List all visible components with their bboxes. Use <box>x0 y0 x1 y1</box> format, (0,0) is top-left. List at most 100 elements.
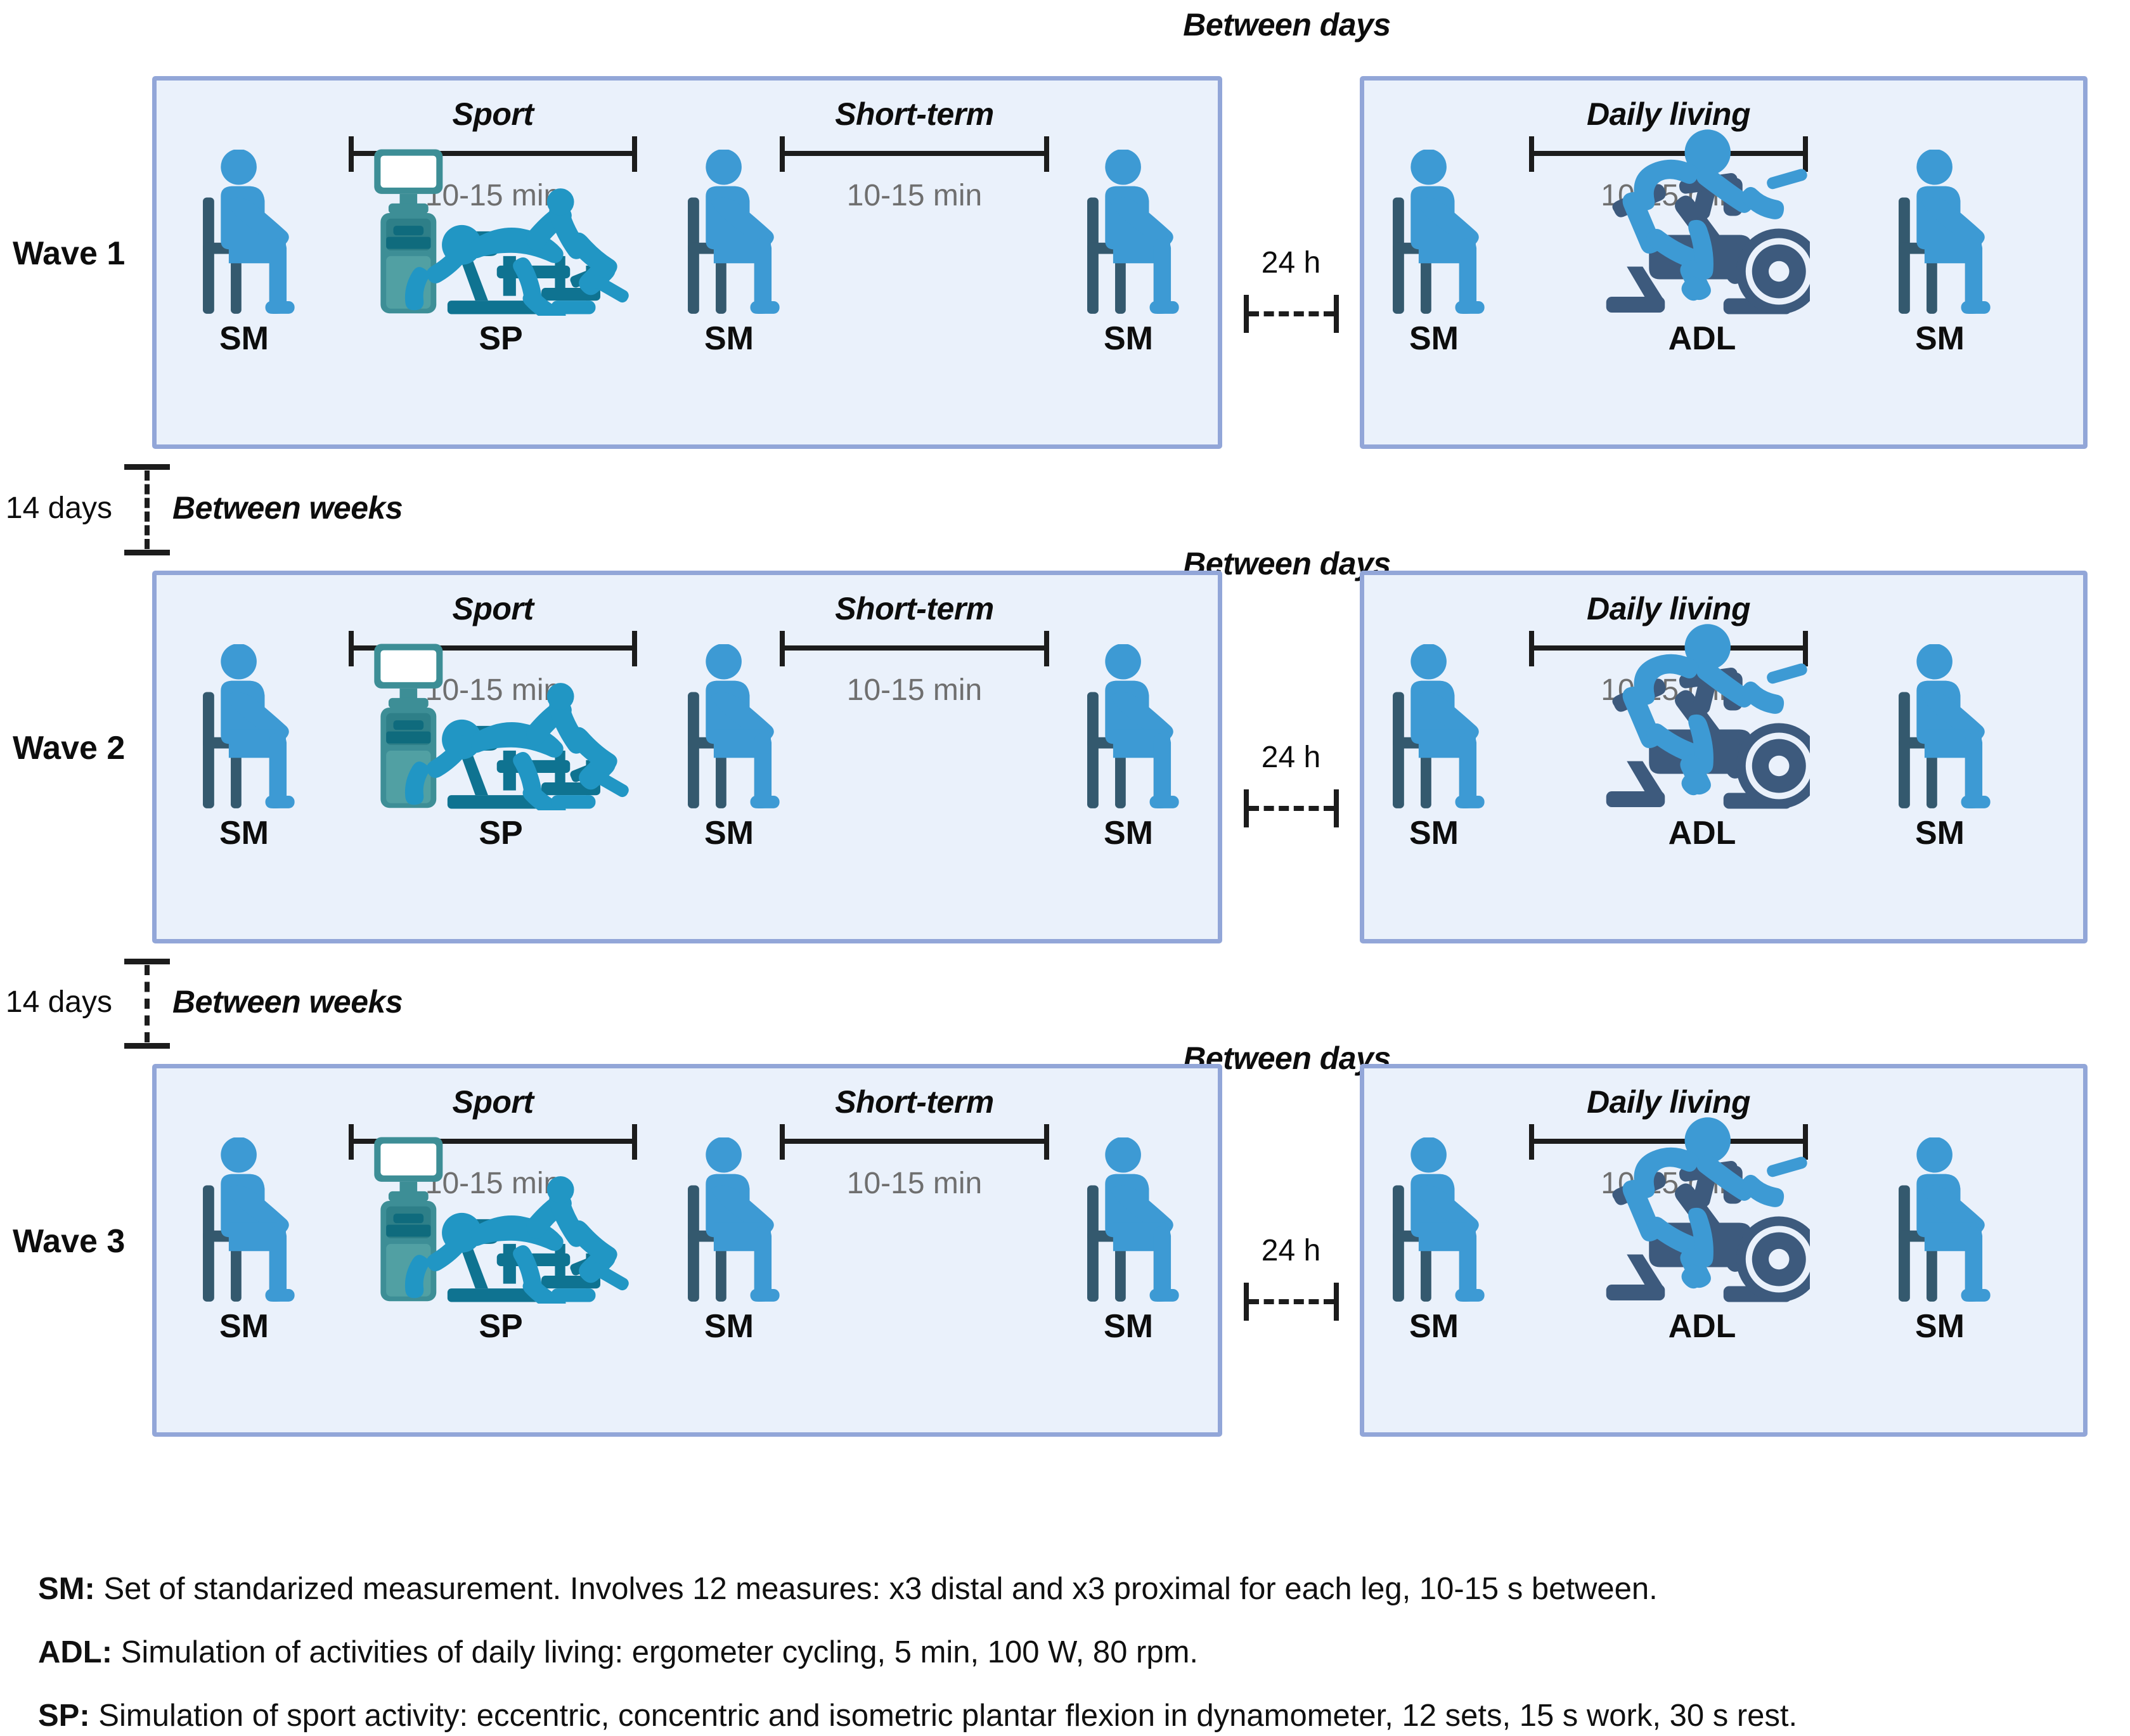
daily-living-bracket-w3-title: Daily living <box>1587 1084 1750 1120</box>
cell-label: SP <box>479 320 523 357</box>
legend-line-3: SP: Simulation of sport activity: eccent… <box>38 1698 1797 1733</box>
connector-14-days <box>119 959 176 1049</box>
connector-24h-dashes <box>1248 311 1334 316</box>
seated-person-icon <box>1899 643 1991 808</box>
connector-14-dashes <box>145 470 150 549</box>
bracket-bar <box>1529 151 1808 156</box>
bracket-cap-right <box>1803 631 1808 666</box>
wave-1-right-cell-2: ADL <box>1594 126 1822 360</box>
bracket-cap-left <box>349 631 354 666</box>
connector-24h-cap-right <box>1333 1283 1339 1321</box>
icon-wrapper <box>1065 643 1192 813</box>
cell-label: SP <box>479 1308 523 1345</box>
sport-bracket-w1-duration: 10-15 min <box>425 179 561 212</box>
wave-3-left-panel <box>152 1064 1222 1437</box>
bracket-cap-left <box>780 1124 785 1160</box>
connector-24h-dashes <box>1248 1299 1334 1304</box>
wave-label-3: Wave 3 <box>13 1223 126 1260</box>
icon-wrapper <box>365 639 637 820</box>
sport-bracket-w3-title: Sport <box>452 1084 534 1120</box>
icon-wrapper <box>181 643 307 813</box>
between-weeks-header: Between weeks <box>172 984 403 1020</box>
icon-wrapper <box>1594 126 1822 319</box>
icon-wrapper <box>1065 148 1192 319</box>
daily-living-bracket-w2-title: Daily living <box>1587 591 1750 626</box>
icon-wrapper <box>365 1132 637 1314</box>
wave-1-right-cell-3: SM <box>1876 148 2003 360</box>
bracket-cap-left <box>1529 631 1534 666</box>
dynamometer-icon <box>374 1137 631 1314</box>
seated-person-icon <box>1393 148 1485 314</box>
wave-1-left-cell-3: SM <box>666 148 792 360</box>
cell-label: SM <box>1409 1308 1459 1345</box>
connector-24h-cap-left <box>1243 789 1249 827</box>
wave-3-right-cell-2: ADL <box>1594 1113 1822 1348</box>
bracket-cap-left <box>780 631 785 666</box>
cell-label: ADL <box>1668 815 1736 852</box>
connector-24h-dashes <box>1248 806 1334 811</box>
wave-3-left-cell-1: SM <box>181 1136 307 1348</box>
icon-wrapper <box>1594 620 1822 813</box>
wave-2-left-cell-2: SP <box>365 639 637 855</box>
cell-label: SM <box>704 1308 754 1345</box>
interval-14-days-label: 14 days <box>5 985 112 1019</box>
bracket-cap-left <box>780 136 785 172</box>
bracket-bar <box>780 1139 1049 1144</box>
wave-1-right-cell-1: SM <box>1371 148 1497 360</box>
seated-person-icon <box>688 643 780 808</box>
seated-person-icon <box>203 148 295 314</box>
cell-label: SM <box>1915 320 1965 357</box>
wave-3-left-cell-2: SP <box>365 1132 637 1348</box>
wave-1-left-panel <box>152 76 1222 449</box>
wave-2-left-cell-3: SM <box>666 643 792 855</box>
connector-24h-cap-left <box>1243 295 1249 333</box>
wave-3-left-cell-4: SM <box>1065 1136 1192 1348</box>
dynamometer-icon <box>374 149 631 326</box>
bracket-bar <box>349 1139 637 1144</box>
seated-person-icon <box>688 148 780 314</box>
seated-person-icon <box>1393 643 1485 808</box>
sport-bracket-w1-title: Sport <box>452 96 534 132</box>
connector-24h: 24 h <box>1243 741 1339 827</box>
wave-2-left-cell-1: SM <box>181 643 307 855</box>
legend-term-1: SM: <box>38 1572 95 1606</box>
sport-bracket-w2-title: Sport <box>452 591 534 626</box>
short-term-bracket-w1-duration: 10-15 min <box>846 179 983 212</box>
cyclist-ergometer-icon <box>1606 624 1822 809</box>
bracket-cap-left <box>1529 1124 1534 1160</box>
bracket-bar <box>780 645 1049 651</box>
bracket-cap-right <box>632 1124 637 1160</box>
seated-person-icon <box>1087 1136 1179 1302</box>
bracket-cap-right <box>1803 1124 1808 1160</box>
seated-person-icon <box>1087 643 1179 808</box>
legend-text-1: Set of standarized measurement. Involves… <box>94 1572 1658 1606</box>
seated-person-icon <box>203 1136 295 1302</box>
connector-24h-label: 24 h <box>1261 741 1321 774</box>
cell-label: SM <box>1104 320 1153 357</box>
bracket-cap-right <box>1044 631 1049 666</box>
sport-bracket-w1: Sport 10-15 min <box>349 96 637 212</box>
connector-14-cap-top <box>124 959 170 964</box>
seated-person-icon <box>203 643 295 808</box>
icon-wrapper <box>181 148 307 319</box>
bracket-cap-right <box>1803 136 1808 172</box>
cell-label: ADL <box>1668 1308 1736 1345</box>
icon-wrapper <box>365 145 637 326</box>
cell-label: SM <box>1104 815 1153 852</box>
cell-label: SM <box>704 320 754 357</box>
cyclist-ergometer-icon <box>1606 1117 1822 1302</box>
between-weeks-header: Between weeks <box>172 490 403 526</box>
icon-wrapper <box>1876 1136 2003 1307</box>
wave-label-2: Wave 2 <box>13 730 126 767</box>
sport-bracket-w3-duration: 10-15 min <box>425 1167 561 1200</box>
wave-2-right-cell-3: SM <box>1876 643 2003 855</box>
bracket-cap-right <box>1044 136 1049 172</box>
connector-24h-cap-right <box>1333 789 1339 827</box>
short-term-bracket-w3-duration: 10-15 min <box>846 1167 983 1200</box>
connector-14-days <box>119 464 176 555</box>
